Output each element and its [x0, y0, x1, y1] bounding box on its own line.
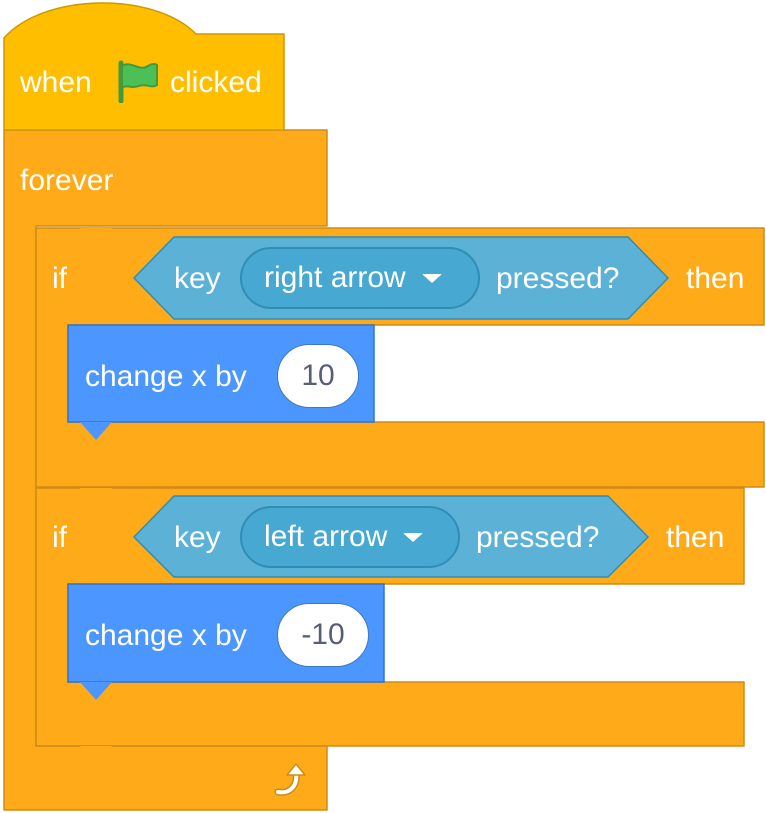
pressed-label: pressed? — [476, 521, 600, 554]
change-x-label: change x by — [85, 619, 247, 652]
notch — [80, 228, 112, 244]
notch — [80, 422, 112, 440]
key-dropdown-value: right arrow — [264, 261, 406, 294]
when-label: when — [20, 66, 92, 99]
change-x-input-right[interactable]: 10 — [277, 344, 359, 408]
then-label: then — [686, 262, 745, 295]
key-label: key — [174, 521, 221, 554]
pressed-label: pressed? — [496, 262, 620, 295]
key-dropdown-left[interactable]: left arrow — [240, 506, 460, 568]
notch — [80, 746, 112, 763]
if-label: if — [52, 521, 67, 554]
green-flag-icon — [118, 60, 158, 103]
chevron-down-icon — [421, 273, 442, 283]
change-x-value: -10 — [301, 618, 345, 651]
forever-label: forever — [20, 164, 114, 197]
change-x-value: 10 — [301, 359, 335, 392]
key-dropdown-right[interactable]: right arrow — [240, 247, 480, 309]
key-dropdown-value: left arrow — [264, 520, 388, 553]
when-flag-clicked-block[interactable] — [3, 2, 285, 131]
notch — [80, 488, 112, 504]
then-label: then — [666, 521, 725, 554]
change-x-label: change x by — [85, 360, 247, 393]
change-x-input-left[interactable]: -10 — [277, 603, 369, 667]
key-label: key — [174, 262, 221, 295]
chevron-down-icon — [403, 532, 424, 542]
loop-arrow-icon — [274, 763, 306, 796]
if-label: if — [52, 262, 67, 295]
notch — [80, 682, 112, 700]
clicked-label: clicked — [170, 66, 262, 99]
